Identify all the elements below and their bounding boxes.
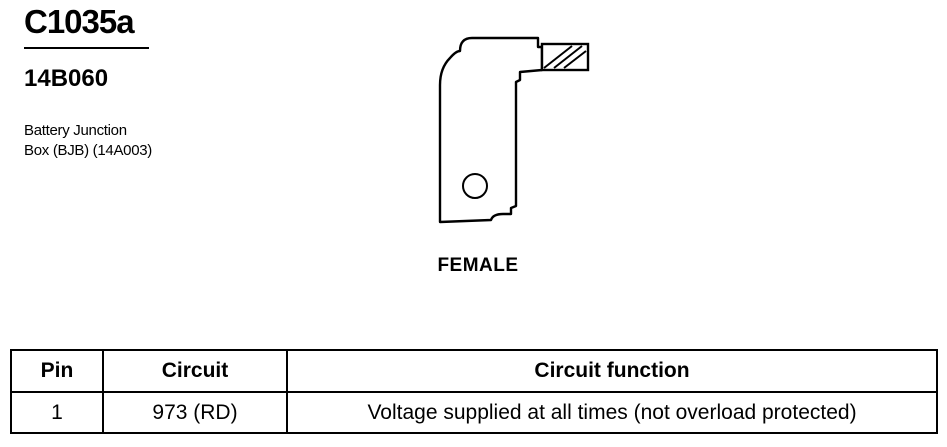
cell-circuit-function: Voltage supplied at all times (not overl…	[286, 391, 938, 434]
header-pin: Pin	[10, 349, 104, 393]
cell-circuit: 973 (RD)	[102, 391, 288, 434]
description-line-1: Battery Junction	[24, 122, 127, 139]
part-number: 14B060	[24, 65, 109, 92]
pin-table: Pin Circuit Circuit function 1 973 (RD) …	[10, 349, 938, 434]
blade-hatch-2	[553, 45, 583, 69]
terminal-outline	[438, 36, 544, 224]
pin-table-header-row: Pin Circuit Circuit function	[10, 349, 938, 393]
connector-terminal-diagram	[438, 36, 590, 224]
header-circuit-function: Circuit function	[286, 349, 938, 393]
blade-hatch-1	[543, 45, 573, 69]
mounting-hole	[462, 173, 488, 199]
connector-description: Battery Junction Box (BJB) (14A003)	[24, 121, 152, 161]
blade-hatch-3	[563, 50, 587, 69]
description-line-2: Box (BJB) (14A003)	[24, 142, 152, 159]
header-circuit: Circuit	[102, 349, 288, 393]
table-row: 1 973 (RD) Voltage supplied at all times…	[10, 391, 938, 434]
connector-gender-label: FEMALE	[437, 255, 519, 276]
cell-pin: 1	[10, 391, 104, 434]
connector-id: C1035a	[24, 3, 135, 40]
title-underline	[24, 47, 149, 49]
